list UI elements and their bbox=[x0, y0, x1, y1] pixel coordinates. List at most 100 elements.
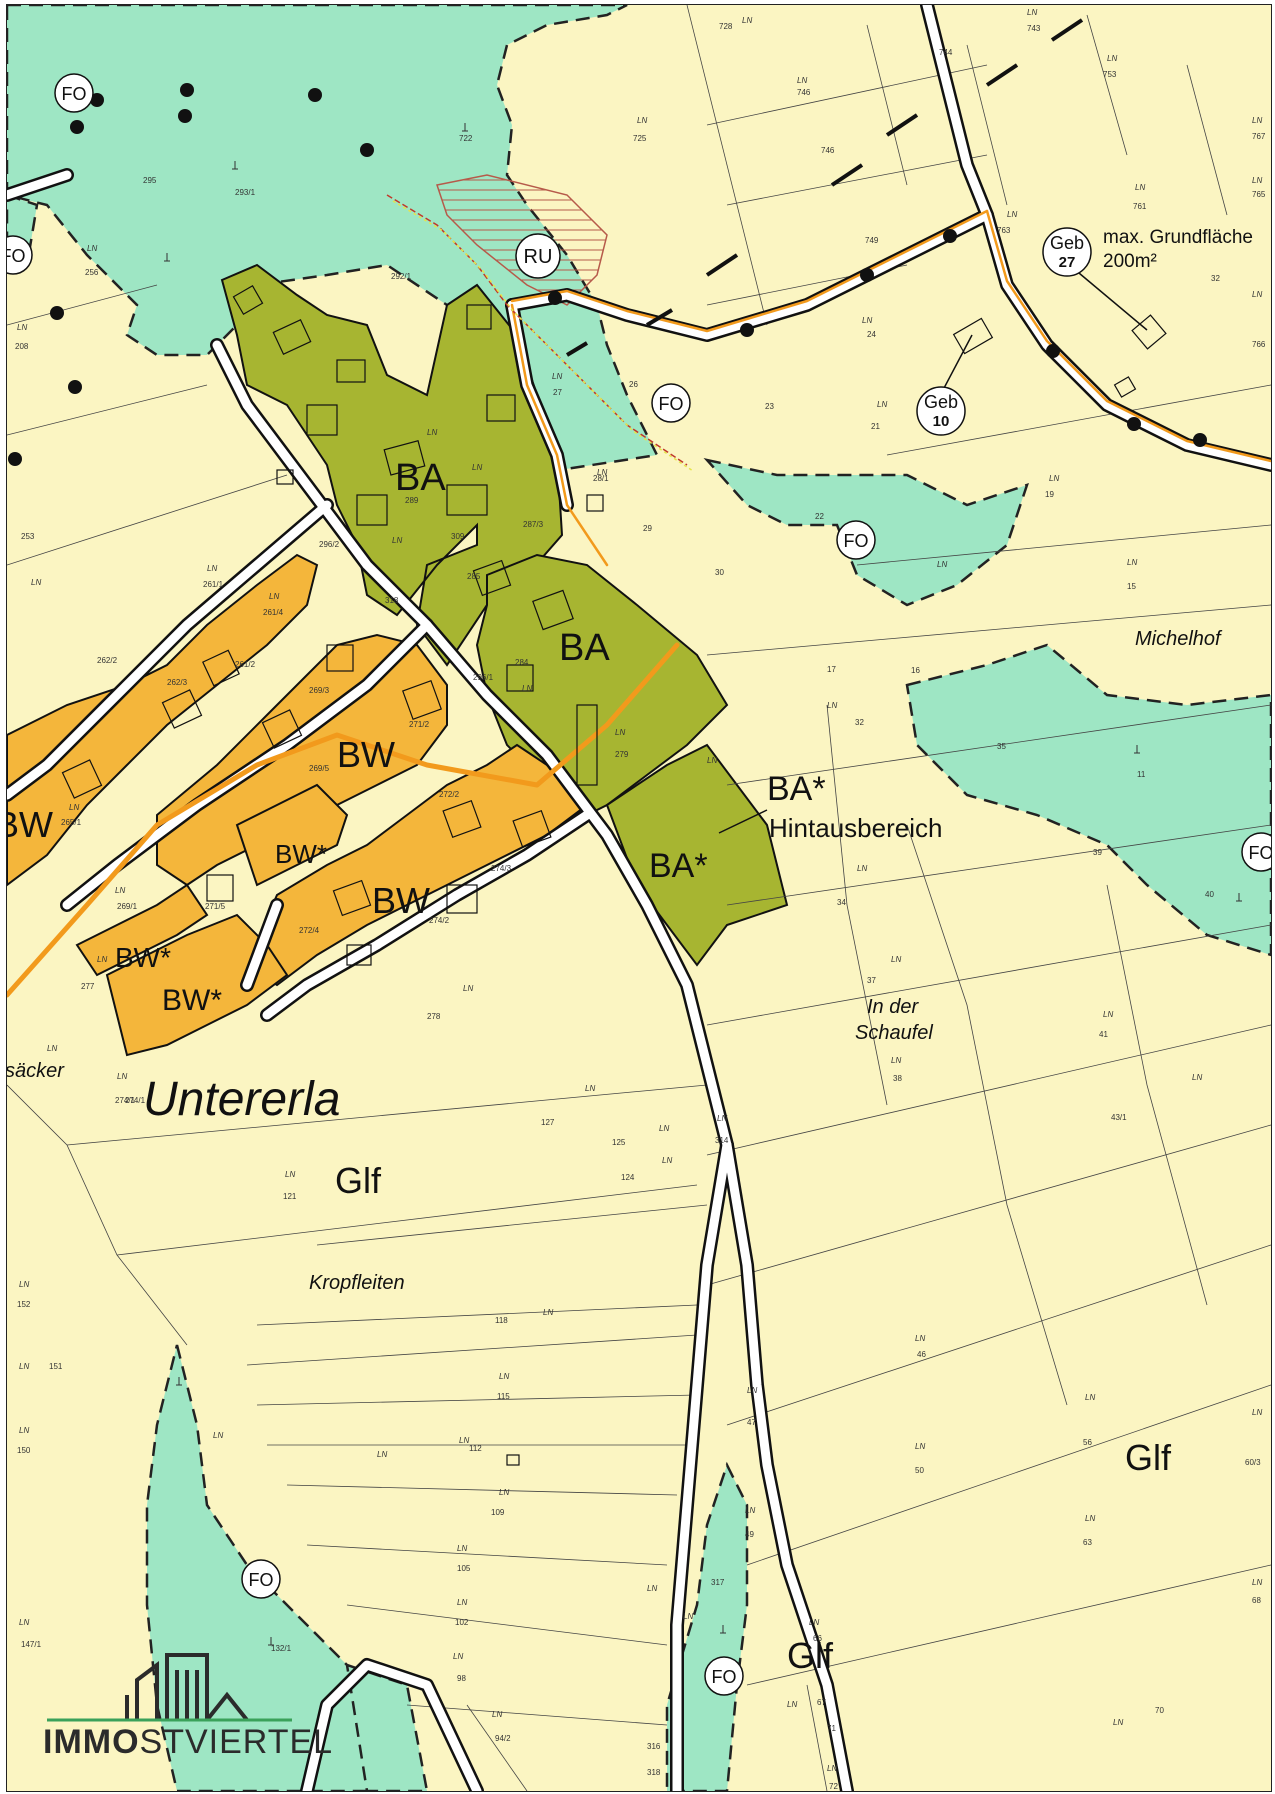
svg-text:FO: FO bbox=[712, 1667, 737, 1687]
svg-text:27: 27 bbox=[1059, 254, 1076, 271]
svg-text:293/1: 293/1 bbox=[235, 188, 256, 197]
svg-text:LN: LN bbox=[937, 560, 947, 569]
svg-text:749: 749 bbox=[865, 236, 879, 245]
svg-text:LN: LN bbox=[69, 803, 79, 812]
svg-text:LN: LN bbox=[457, 1544, 467, 1553]
svg-text:LN: LN bbox=[377, 1450, 387, 1459]
fo-marker-3[interactable]: FO bbox=[836, 520, 876, 560]
bw-zone-center bbox=[156, 633, 448, 887]
svg-text:LN: LN bbox=[459, 1436, 469, 1445]
svg-text:LN: LN bbox=[1049, 474, 1059, 483]
svg-text:72: 72 bbox=[829, 1782, 838, 1791]
zone-label-ba-star-area: BA* bbox=[649, 847, 708, 885]
svg-text:LN: LN bbox=[19, 1426, 29, 1435]
svg-text:LN: LN bbox=[1252, 1578, 1262, 1587]
svg-text:LN: LN bbox=[492, 1710, 502, 1719]
ba-star-pointer-line bbox=[718, 809, 768, 834]
svg-text:256: 256 bbox=[85, 268, 99, 277]
svg-text:152: 152 bbox=[17, 1300, 31, 1309]
svg-text:309: 309 bbox=[451, 532, 465, 541]
svg-text:LN: LN bbox=[499, 1488, 509, 1497]
svg-text:272/2: 272/2 bbox=[439, 790, 460, 799]
svg-text:115: 115 bbox=[497, 1392, 510, 1401]
bw-zones bbox=[7, 553, 589, 1057]
svg-text:LN: LN bbox=[1135, 183, 1145, 192]
bw-star-zone-west bbox=[75, 883, 209, 977]
svg-text:LN: LN bbox=[213, 1431, 223, 1440]
svg-text:LN: LN bbox=[915, 1442, 925, 1451]
svg-text:LN: LN bbox=[457, 1598, 467, 1607]
zone-label-bw-west: BW bbox=[7, 804, 53, 845]
forest-area-southwest bbox=[145, 1344, 399, 1791]
svg-text:LN: LN bbox=[683, 1612, 693, 1621]
svg-text:LN: LN bbox=[47, 1044, 57, 1053]
logo-strong-text: IMMO bbox=[43, 1723, 140, 1761]
svg-text:30: 30 bbox=[715, 568, 724, 577]
svg-text:LN: LN bbox=[1252, 1408, 1262, 1417]
geb10-pointer-line bbox=[942, 334, 973, 391]
hintausbereich-label: Hintausbereich bbox=[769, 813, 942, 843]
place-michelhof: Michelhof bbox=[1135, 628, 1223, 650]
svg-text:265/1: 265/1 bbox=[61, 818, 82, 827]
svg-text:LN: LN bbox=[87, 244, 97, 253]
svg-text:LN: LN bbox=[827, 701, 837, 710]
svg-text:98: 98 bbox=[457, 1674, 466, 1683]
svg-text:279: 279 bbox=[615, 750, 629, 759]
svg-text:763: 763 bbox=[997, 226, 1011, 235]
ru-marker[interactable]: RU bbox=[515, 233, 561, 279]
svg-text:295: 295 bbox=[143, 176, 157, 185]
svg-text:LN: LN bbox=[1192, 1073, 1202, 1082]
fo-marker-4[interactable]: FO bbox=[1241, 832, 1271, 872]
svg-text:LN: LN bbox=[1027, 8, 1037, 17]
svg-text:50: 50 bbox=[915, 1466, 924, 1475]
fo-marker-6[interactable]: FO bbox=[704, 1656, 744, 1696]
svg-text:LN: LN bbox=[809, 1618, 819, 1627]
svg-text:261/4: 261/4 bbox=[263, 608, 284, 617]
svg-text:261/1: 261/1 bbox=[203, 580, 224, 589]
fo-marker-5[interactable]: FO bbox=[241, 1559, 281, 1599]
svg-text:LN: LN bbox=[115, 886, 125, 895]
svg-text:LN: LN bbox=[1252, 290, 1262, 299]
svg-text:274/1: 274/1 bbox=[125, 1096, 146, 1105]
svg-text:41: 41 bbox=[1099, 1030, 1108, 1039]
svg-text:LN: LN bbox=[427, 428, 437, 437]
svg-text:FO: FO bbox=[659, 394, 684, 414]
svg-text:LN: LN bbox=[472, 463, 482, 472]
svg-text:Geb: Geb bbox=[924, 392, 958, 412]
svg-text:LN: LN bbox=[1107, 54, 1117, 63]
svg-text:744: 744 bbox=[939, 48, 953, 57]
svg-text:272/4: 272/4 bbox=[299, 926, 320, 935]
svg-text:FO: FO bbox=[844, 531, 869, 551]
svg-text:43/1: 43/1 bbox=[1111, 1113, 1127, 1122]
zoning-map[interactable]: BA BA BA* BA* BW BW BW BW* BW* BW* Glf G… bbox=[6, 4, 1272, 1792]
roads[interactable] bbox=[7, 5, 1271, 1791]
fo-marker-7[interactable]: FO bbox=[7, 235, 33, 275]
svg-text:24: 24 bbox=[867, 330, 876, 339]
svg-text:147/1: 147/1 bbox=[21, 1640, 42, 1649]
svg-text:34: 34 bbox=[837, 898, 846, 907]
svg-text:LN: LN bbox=[647, 1584, 657, 1593]
svg-text:LN: LN bbox=[269, 592, 279, 601]
svg-text:FO: FO bbox=[62, 84, 87, 104]
svg-text:LN: LN bbox=[707, 756, 717, 765]
zone-label-bw-south: BW bbox=[372, 880, 430, 921]
svg-text:150: 150 bbox=[17, 1446, 31, 1455]
fo-marker-1[interactable]: FO bbox=[54, 73, 94, 113]
geb-27-marker[interactable]: Geb 27 bbox=[1042, 227, 1092, 277]
svg-text:746: 746 bbox=[821, 146, 835, 155]
svg-text:46: 46 bbox=[917, 1350, 926, 1359]
svg-text:102: 102 bbox=[455, 1618, 469, 1627]
max-area-label: max. Grundfläche bbox=[1103, 227, 1253, 248]
svg-text:LN: LN bbox=[659, 1124, 669, 1133]
svg-text:21: 21 bbox=[871, 422, 880, 431]
svg-text:38: 38 bbox=[893, 1074, 902, 1083]
geb-10-marker[interactable]: Geb 10 bbox=[916, 386, 966, 436]
place-kropfleiten: Kropfleiten bbox=[309, 1272, 405, 1294]
zone-label-bw-star-center: BW* bbox=[275, 839, 327, 869]
svg-text:LN: LN bbox=[857, 864, 867, 873]
fo-marker-2[interactable]: FO bbox=[651, 383, 691, 423]
svg-text:70: 70 bbox=[1155, 1706, 1164, 1715]
map-canvas[interactable]: BA BA BA* BA* BW BW BW BW* BW* BW* Glf G… bbox=[7, 5, 1271, 1791]
svg-text:28/1: 28/1 bbox=[593, 474, 609, 483]
svg-text:16: 16 bbox=[911, 666, 920, 675]
